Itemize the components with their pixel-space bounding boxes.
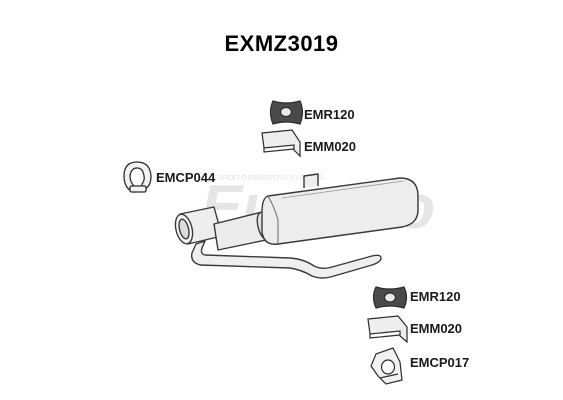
rubber-mount-icon [269, 100, 304, 125]
part-number-title: EXMZ3019 [224, 31, 339, 56]
exhaust-silencer-assembly [174, 173, 419, 279]
pipe-clamp-icon [123, 161, 152, 193]
tail-pipe [190, 240, 382, 279]
mounting-bracket-icon [367, 315, 408, 344]
pipe-clamp-icon [370, 347, 403, 385]
part-label-emcp044: EMCP044 [156, 170, 216, 185]
silencer-box [261, 177, 419, 245]
rubber-mount-icon [372, 286, 408, 309]
mounting-bracket-icon [261, 129, 301, 158]
part-label-emm020-bottom: EMM020 [410, 321, 463, 336]
part-label-emcp017: EMCP017 [410, 355, 470, 370]
silencer-hanger [303, 173, 319, 188]
part-label-emm020-top: EMM020 [304, 139, 357, 154]
watermark-tagline: EUROFLO EMISSIONS SYSTEMS [213, 175, 323, 182]
part-label-emr120-bottom: EMR120 [410, 289, 461, 304]
part-label-emr120-top: EMR120 [304, 107, 355, 122]
